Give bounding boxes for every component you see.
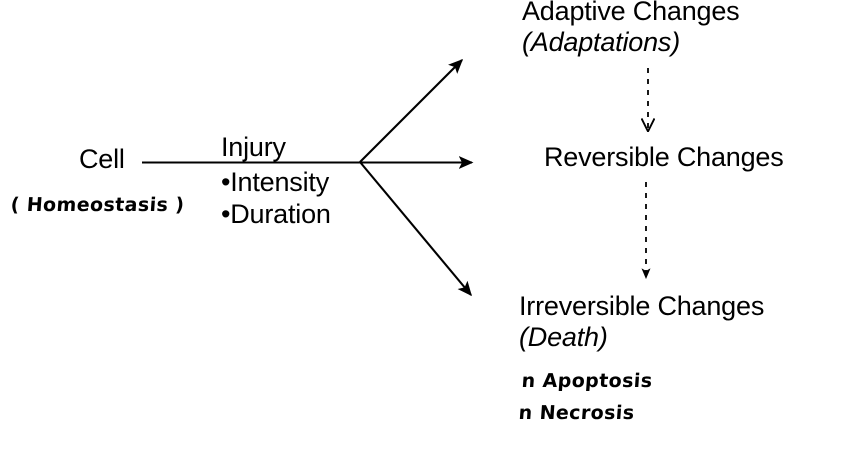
connector-branch-to-irreversible-changes — [359, 161, 472, 297]
injury-factor-duration: •Duration — [221, 199, 331, 229]
node-irreversible-changes: Irreversible Changes — [519, 291, 765, 321]
node-reversible-changes: Reversible Changes — [544, 142, 784, 172]
node-death-subtitle: (Death) — [519, 322, 608, 352]
annotation-necrosis: n Necrosis — [517, 402, 636, 424]
node-adaptive-changes: Adaptive Changes — [522, 0, 740, 26]
connector-branch-to-adaptive-changes — [359, 58, 464, 163]
injury-factor-intensity: •Intensity — [221, 167, 330, 197]
annotation-homeostasis: ( Homeostasis ) — [9, 194, 186, 216]
node-injury: Injury — [221, 132, 286, 162]
annotation-apoptosis: n Apoptosis — [520, 370, 654, 392]
node-adaptations-subtitle: (Adaptations) — [522, 27, 680, 57]
node-cell: Cell — [79, 144, 125, 174]
